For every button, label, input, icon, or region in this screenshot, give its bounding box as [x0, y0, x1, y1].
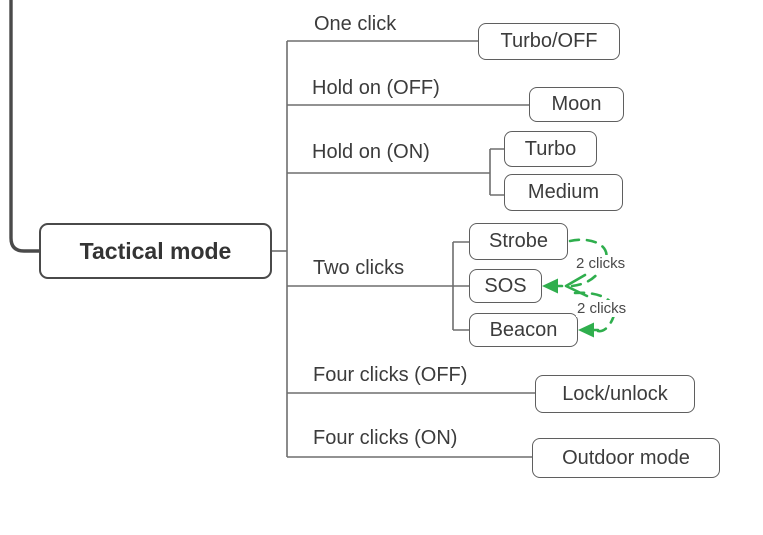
branch-label-four-clicks-on: Four clicks (ON) — [313, 427, 458, 449]
node-beacon: Beacon — [469, 313, 578, 347]
node-turbo-off: Turbo/OFF — [478, 23, 620, 60]
node-turbo: Turbo — [504, 131, 597, 167]
branch-label-hold-on-off: Hold on (OFF) — [312, 77, 440, 99]
branch-label-hold-on-on: Hold on (ON) — [312, 141, 430, 163]
node-outdoor-mode: Outdoor mode — [532, 438, 720, 478]
branch-line-two-clicks — [287, 241, 469, 331]
branch-label-one-click: One click — [314, 13, 397, 35]
annotation-2clicks-strobe-sos: 2 clicks — [575, 255, 627, 272]
node-lock-unlock: Lock/unlock — [535, 375, 695, 413]
branch-line-hold-on-on — [287, 148, 504, 196]
cycle-arrow-sos-to-beacon — [573, 291, 616, 338]
node-tactical-mode: Tactical mode — [39, 223, 272, 279]
node-moon: Moon — [529, 87, 624, 122]
arrowhead-icon — [578, 322, 594, 338]
annotation-2clicks-sos-beacon: 2 clicks — [576, 300, 628, 317]
branch-label-two-clicks: Two clicks — [313, 257, 405, 279]
node-strobe: Strobe — [469, 223, 568, 260]
arrowhead-icon — [542, 278, 558, 294]
node-medium: Medium — [504, 174, 623, 211]
node-sos: SOS — [469, 269, 542, 303]
parent-elbow-line — [9, 0, 39, 253]
branch-label-four-clicks-off: Four clicks (OFF) — [313, 364, 468, 386]
